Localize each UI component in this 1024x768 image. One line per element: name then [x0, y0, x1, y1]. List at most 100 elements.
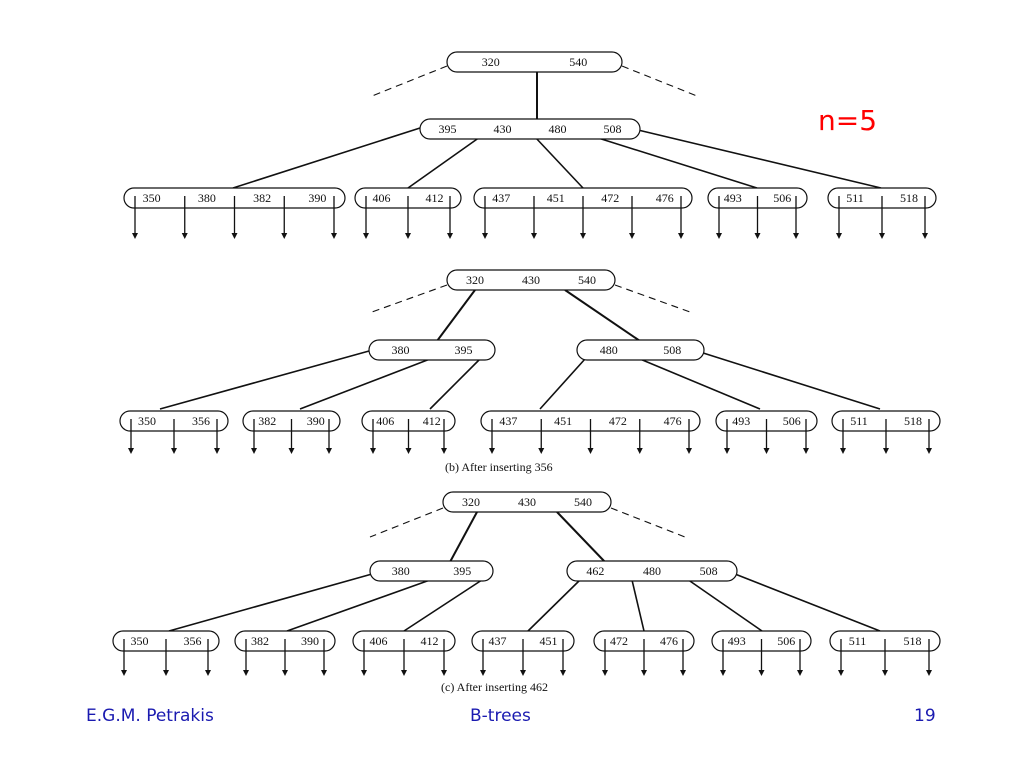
pointer-arrowhead — [636, 448, 643, 454]
leaf-node: 472 476 — [593, 630, 695, 676]
internal-child-link — [232, 127, 421, 189]
internal-child-link — [637, 129, 882, 189]
node-key: 412 — [421, 634, 439, 648]
root-node-box — [446, 51, 623, 73]
sibling-pointer-dashed — [369, 507, 444, 538]
pointer-arrowhead — [882, 670, 888, 676]
node-key: 320 — [462, 495, 480, 509]
pointer-arrowhead — [720, 670, 726, 676]
root-child-link — [436, 289, 476, 342]
pointer-arrowhead — [447, 233, 453, 239]
internal-child-link — [429, 355, 484, 410]
node-key: 382 — [251, 634, 269, 648]
node-key: 476 — [664, 414, 682, 428]
leaf-node: 406 412 — [354, 187, 462, 239]
root-node-box — [446, 269, 616, 291]
pointer-arrowhead — [121, 670, 127, 676]
node-key: 462 — [586, 564, 604, 578]
pointer-arrowhead — [321, 670, 327, 676]
node-key: 406 — [373, 191, 391, 205]
pointer-arrowhead — [331, 233, 337, 239]
leaf-node: 493 506 — [715, 410, 818, 454]
pointer-arrowhead — [489, 448, 495, 454]
pointer-arrowhead — [243, 670, 249, 676]
pointer-arrowhead — [281, 233, 288, 239]
internal-child-link — [699, 351, 881, 410]
internal-node: 462 480 508 — [566, 560, 738, 582]
leaf-node: 511 518 — [827, 187, 937, 239]
node-key: 540 — [569, 55, 587, 69]
pointer-arrowhead — [401, 670, 407, 676]
internal-child-link — [534, 136, 584, 189]
pointer-arrowhead — [602, 670, 608, 676]
pointer-arrowhead — [836, 233, 842, 239]
pointer-arrowhead — [482, 233, 488, 239]
node-key: 476 — [660, 634, 678, 648]
tree-caption: (c) After inserting 462 — [441, 680, 548, 694]
node-key: 451 — [554, 414, 572, 428]
pointer-arrowhead — [480, 670, 486, 676]
node-key: 518 — [900, 191, 918, 205]
internal-child-link — [686, 578, 763, 632]
node-key: 506 — [783, 414, 801, 428]
node-key: 395 — [455, 343, 473, 357]
node-key: 380 — [392, 564, 410, 578]
pointer-arrowhead — [724, 448, 730, 454]
pointer-arrowhead — [686, 448, 692, 454]
node-key: 356 — [192, 414, 210, 428]
pointer-arrowhead — [879, 233, 885, 239]
node-key: 472 — [609, 414, 627, 428]
order-label: n=5 — [818, 104, 878, 137]
node-key: 508 — [700, 564, 718, 578]
internal-child-link — [631, 579, 645, 632]
pointer-arrowhead — [441, 670, 447, 676]
pointer-arrowhead — [361, 670, 367, 676]
pointer-arrowhead — [288, 448, 295, 454]
internal-child-link — [639, 358, 761, 410]
pointer-arrowhead — [763, 448, 770, 454]
pointer-arrowhead — [205, 670, 211, 676]
node-key: 350 — [131, 634, 149, 648]
page-number: 19 — [914, 706, 936, 726]
internal-child-link — [539, 358, 586, 410]
root-child-link — [449, 511, 478, 563]
pointer-arrowhead — [922, 233, 928, 239]
pointer-arrowhead — [163, 670, 169, 676]
pointer-arrowhead — [793, 233, 799, 239]
node-key: 540 — [578, 273, 596, 287]
pointer-arrowhead — [405, 448, 412, 454]
node-key: 390 — [308, 191, 326, 205]
node-key: 506 — [773, 191, 791, 205]
node-key: 412 — [426, 191, 444, 205]
node-key: 437 — [489, 634, 507, 648]
node-key: 472 — [610, 634, 628, 648]
pointer-arrowhead — [538, 448, 545, 454]
internal-child-link — [527, 579, 581, 632]
internal-child-link — [286, 579, 431, 632]
node-key: 350 — [143, 191, 161, 205]
pointer-arrowhead — [716, 233, 722, 239]
node-key: 430 — [494, 122, 512, 136]
node-key: 540 — [574, 495, 592, 509]
node-key: 511 — [849, 634, 867, 648]
pointer-arrowhead — [370, 448, 376, 454]
pointer-arrowhead — [803, 448, 809, 454]
node-key: 480 — [643, 564, 661, 578]
node-key: 511 — [850, 414, 868, 428]
node-key: 493 — [732, 414, 750, 428]
pointer-arrowhead — [840, 448, 846, 454]
pointer-arrowhead — [181, 233, 188, 239]
node-key: 511 — [846, 191, 864, 205]
sibling-pointer-dashed — [621, 65, 698, 97]
